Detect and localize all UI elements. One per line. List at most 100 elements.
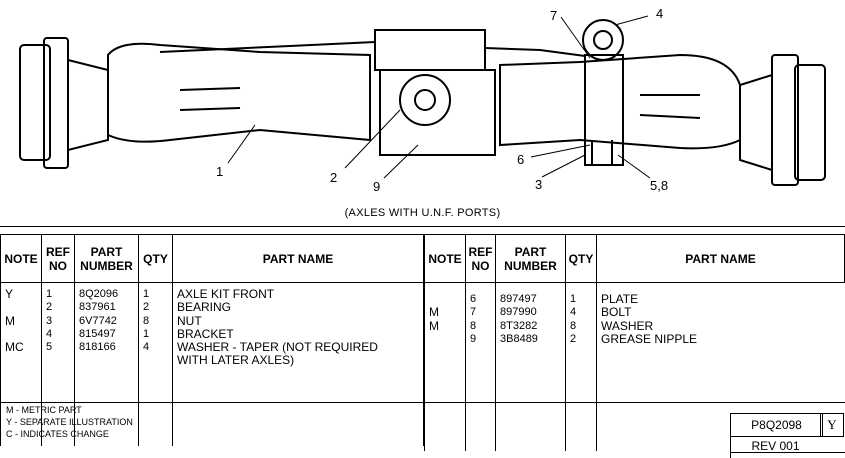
ref-cell: 7 (470, 306, 477, 319)
parts-table-right: NOTE REF NO PART NUMBER QTY PART NAME M … (424, 234, 845, 451)
part-number-cell: 3B8489 (500, 332, 538, 345)
part-name-cell: GREASE NIPPLE (601, 331, 698, 346)
header-qty: QTY (138, 234, 173, 283)
part-number-cell: 6V7742 (79, 314, 117, 327)
note-cell: M (5, 313, 15, 328)
legend-change: C - INDICATES CHANGE (6, 429, 109, 439)
header-part-name: PART NAME (172, 234, 424, 283)
header-qty: QTY (565, 234, 597, 283)
part-number-cell: 8T3282 (500, 319, 538, 332)
ref-cell: 6 (470, 293, 477, 305)
note-column: Y M MC (0, 282, 42, 446)
part-name-cell: WASHER (601, 318, 654, 333)
revision-divider (730, 436, 731, 458)
part-name-cell: NUT (177, 313, 202, 328)
callout-5-8: 5,8 (650, 178, 668, 193)
callout-7: 7 (550, 8, 557, 23)
callout-4: 4 (656, 6, 663, 21)
diff-body (379, 69, 496, 156)
qty-column: 1 2 8 1 4 (138, 282, 173, 446)
part-name-cell: BRACKET (177, 326, 234, 341)
pivot-bracket-eye (582, 19, 624, 61)
part-name-cell: AXLE KIT FRONT (177, 287, 275, 301)
part-number-cell: 897990 (500, 306, 537, 319)
part-name-cell: BOLT (601, 305, 632, 320)
ref-cell: 4 (46, 327, 53, 340)
left-hub-flange (43, 37, 69, 169)
ref-cell: 2 (46, 301, 53, 314)
note-column: M M (424, 282, 466, 451)
note-cell (5, 328, 39, 341)
qty-cell: 2 (570, 332, 577, 345)
left-hub-rim (19, 44, 51, 161)
callout-2: 2 (330, 170, 337, 185)
qty-cell: 1 (570, 293, 577, 305)
callout-6: 6 (517, 152, 524, 167)
document-flag: Y (820, 413, 844, 437)
qty-cell: 8 (570, 319, 577, 332)
diff-pinion-flange (399, 74, 451, 126)
part-name-column: PLATE BOLT WASHER GREASE NIPPLE (596, 282, 845, 451)
ref-cell: 1 (46, 288, 53, 300)
bracket-plate (584, 54, 624, 166)
note-cell (5, 301, 39, 314)
callout-1: 1 (216, 164, 223, 179)
part-number-cell: 837961 (79, 301, 116, 314)
note-cell (429, 293, 463, 306)
ref-cell: 3 (46, 314, 53, 327)
qty-cell: 4 (570, 306, 577, 319)
revision-label: REV 001 (751, 439, 800, 453)
left-axle-housing (107, 42, 371, 143)
document-number: P8Q2098 (730, 413, 823, 437)
qty-cell: 4 (143, 341, 150, 354)
part-number-cell: 897497 (500, 293, 537, 305)
axle-illustration: 1 2 9 7 4 6 3 5,8 (19, 6, 826, 194)
diff-top-cover (374, 29, 486, 71)
header-ref-no: REF NO (465, 234, 496, 283)
note-cell: M (429, 305, 439, 320)
note-cell: Y (5, 287, 14, 301)
part-number-cell: 8Q2096 (79, 288, 119, 300)
qty-cell: 1 (143, 327, 150, 340)
header-part-number: PART NUMBER (495, 234, 566, 283)
header-part-name: PART NAME (596, 234, 845, 283)
part-number-column: 897497 897990 8T3282 3B8489 (495, 282, 566, 451)
parts-table-left: NOTE REF NO PART NUMBER QTY PART NAME Y … (0, 234, 424, 446)
ref-cell: 5 (46, 341, 53, 354)
header-note: NOTE (424, 234, 466, 283)
part-number-cell: 818166 (79, 341, 116, 354)
ref-cell: 9 (470, 332, 477, 345)
part-number-cell: 815497 (79, 327, 116, 340)
ref-column: 6 7 8 9 (465, 282, 496, 451)
part-name-cell: PLATE (601, 292, 639, 306)
revision-underline (730, 452, 845, 453)
legend-metric: M - METRIC PART (6, 405, 82, 415)
note-cell: M (429, 318, 439, 333)
table-bottom-rule (0, 402, 845, 403)
part-name-cell: WITH LATER AXLES) (177, 353, 295, 368)
part-number-column: 8Q2096 837961 6V7742 815497 818166 (74, 282, 139, 446)
header-note: NOTE (0, 234, 42, 283)
illustration-caption: (AXLES WITH U.N.F. PORTS) (344, 207, 501, 219)
callout-3: 3 (535, 177, 542, 192)
left-hub-taper (67, 58, 109, 152)
header-part-number: PART NUMBER (74, 234, 139, 283)
notes-legend: M - METRIC PART Y - SEPARATE ILLUSTRATIO… (6, 404, 133, 440)
right-axle-housing (499, 53, 741, 150)
table-top-rule (0, 226, 845, 227)
ref-cell: 8 (470, 319, 477, 332)
qty-cell: 2 (143, 301, 150, 314)
part-name-cell: WASHER - TAPER (NOT REQUIRED (177, 340, 378, 355)
qty-cell: 1 (143, 288, 150, 300)
header-ref-no: REF NO (41, 234, 75, 283)
note-cell: MC (5, 340, 24, 355)
legend-separate-illustration: Y - SEPARATE ILLUSTRATION (6, 417, 133, 427)
qty-column: 1 4 8 2 (565, 282, 597, 451)
callout-9: 9 (373, 179, 380, 194)
part-name-column: AXLE KIT FRONT BEARING NUT BRACKET WASHE… (172, 282, 424, 446)
right-hub-rim (794, 64, 826, 181)
part-name-cell: BEARING (177, 300, 232, 315)
right-hub-taper (739, 73, 773, 172)
note-cell (429, 333, 463, 346)
qty-cell: 8 (143, 314, 150, 327)
